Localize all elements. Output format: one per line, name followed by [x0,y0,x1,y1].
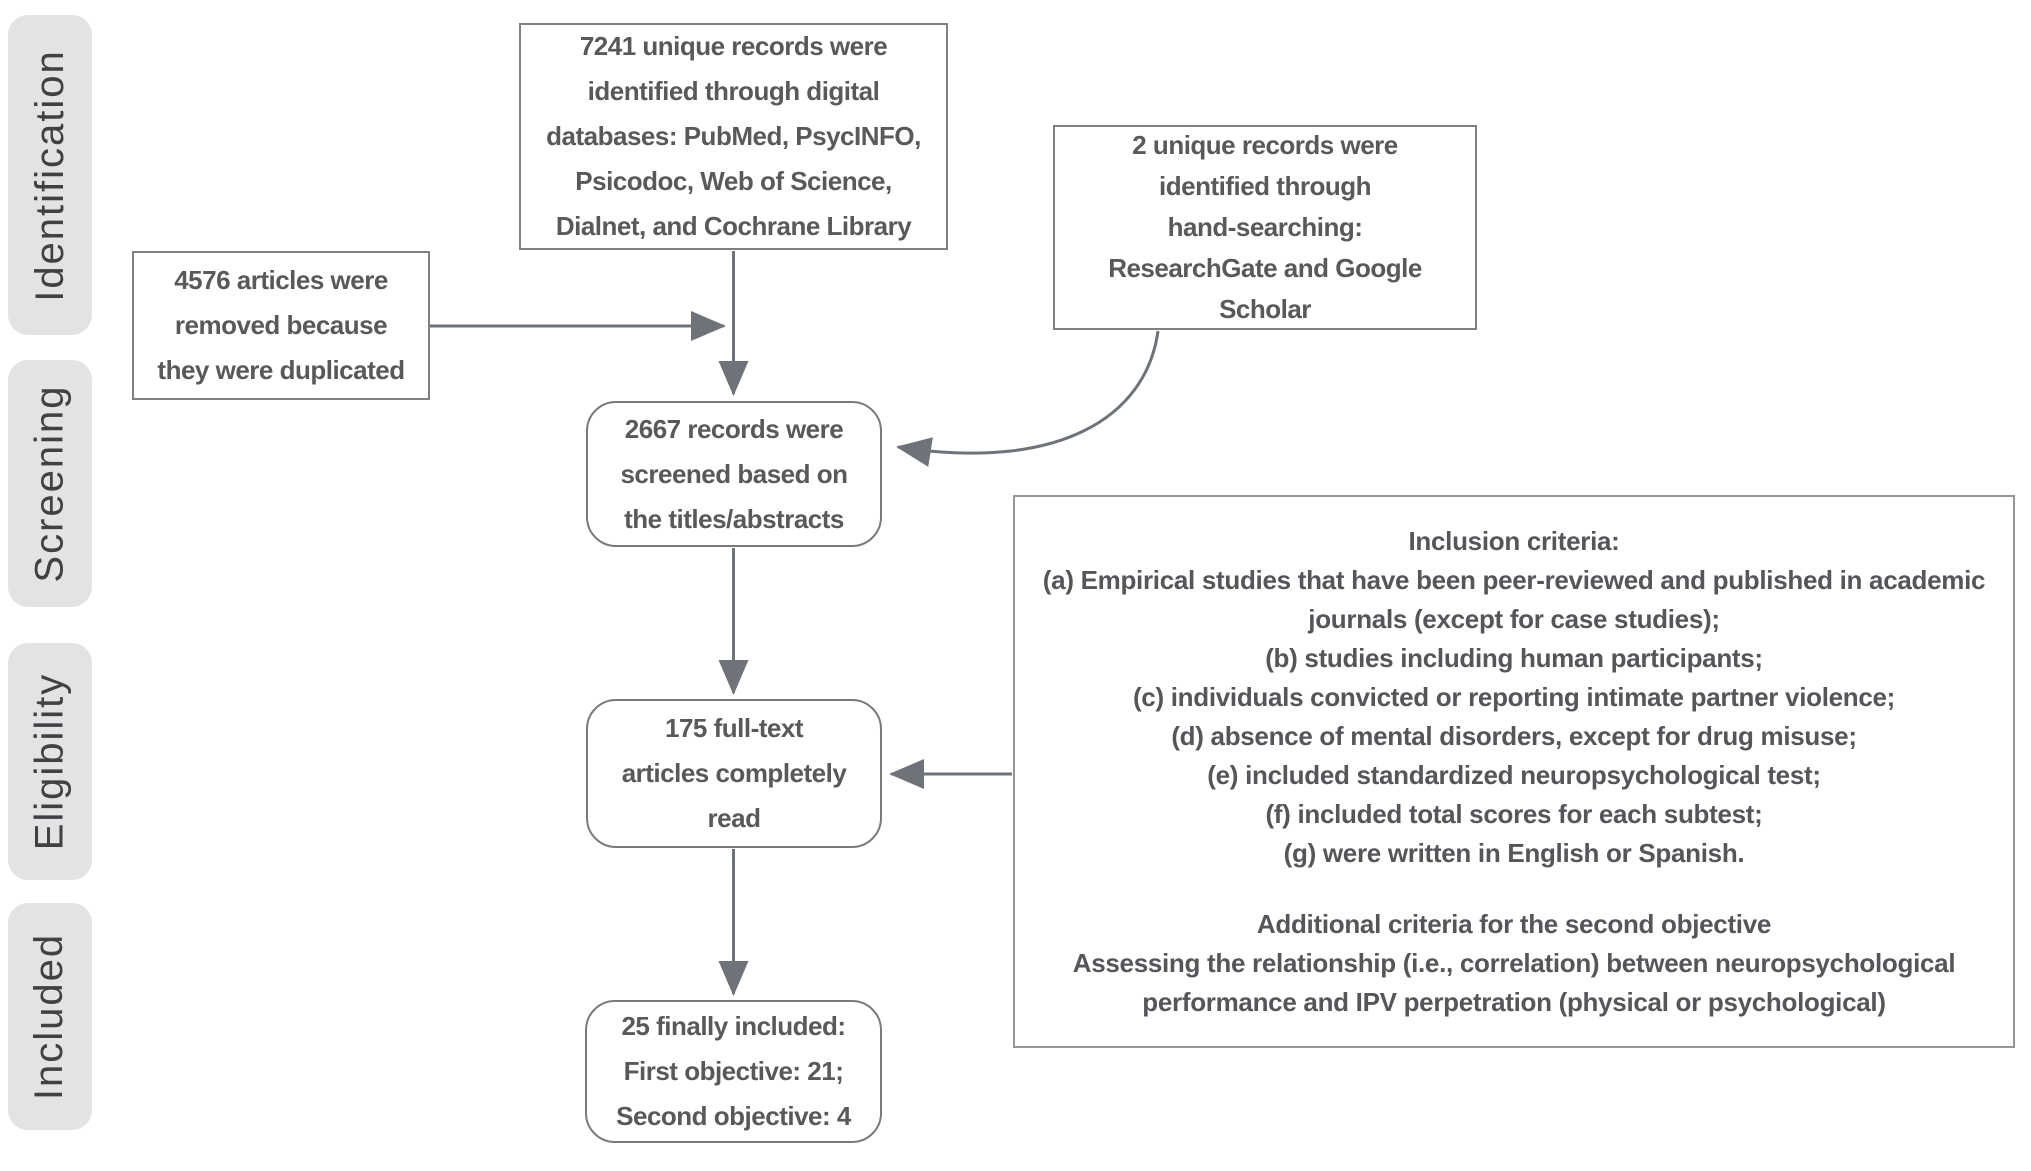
box-text-line: ResearchGate and Google [1108,253,1422,283]
box-text-line: 2 unique records were [1132,130,1398,160]
finally-included-box: 25 finally included: First objective: 21… [585,1000,882,1143]
box-text-line: identified through digital [587,76,880,106]
stage-label-text: Eligibility [27,672,72,851]
box-text-line: Psicodoc, Web of Science, [575,166,892,196]
box-text-line: 175 full-text [665,713,804,743]
criteria-item: (c) individuals convicted or reporting i… [1132,681,1896,712]
box-text-line: Dialnet, and Cochrane Library [555,211,912,241]
box-text-line: databases: PubMed, PsycINFO, [546,121,921,151]
full-text-read-box: 175 full-text articles completely read [586,699,882,848]
box-text-line: removed because [174,310,388,340]
records-screened-box: 2667 records were screened based on the … [586,401,882,547]
box-text-line: the titles/abstracts [624,503,844,534]
criteria-item: (e) included standardized neuropsycholog… [1207,759,1821,790]
criteria-additional-title: Additional criteria for the second objec… [1256,908,1772,939]
hand-searching-box: 2 unique records were identified through… [1053,125,1477,330]
box-text-line: Second objective: 4 [616,1101,851,1131]
criteria-item: (b) studies including human participants… [1265,642,1763,673]
inclusion-criteria-box: Inclusion criteria: (a) Empirical studie… [1013,495,2015,1048]
box-text-line: screened based on [620,458,848,489]
box-text-line: read [707,803,761,833]
box-text-line: 7241 unique records were [579,31,888,61]
stage-label-text: Screening [27,384,72,583]
stage-label-text: Identification [27,48,72,302]
stage-label-screening: Screening [8,360,92,607]
criteria-item: (d) absence of mental disorders, except … [1171,720,1857,751]
arrow-handsearch-to-screened [896,330,1160,467]
box-text-line: First objective: 21; [623,1056,844,1086]
criteria-item: (a) Empirical studies that have been pee… [1042,564,1986,634]
stage-label-eligibility: Eligibility [8,643,92,880]
box-text-line: Scholar [1219,294,1311,324]
criteria-item: (f) included total scores for each subte… [1265,798,1763,829]
stage-label-identification: Identification [8,15,92,335]
box-text-line: articles completely [621,758,847,788]
box-text-line: 25 finally included: [621,1011,846,1041]
box-text-line: 2667 records were [624,413,844,444]
criteria-additional-text: Assessing the relationship (i.e., correl… [1072,947,1956,1017]
stage-label-text: Included [27,932,72,1101]
digital-databases-box: 7241 unique records were identified thro… [519,23,948,250]
stage-label-included: Included [8,903,92,1130]
criteria-title: Inclusion criteria: [1408,525,1620,556]
duplicates-removed-box: 4576 articles were removed because they … [132,251,430,400]
box-text-line: they were duplicated [157,355,405,385]
box-text-line: hand-searching: [1167,212,1363,242]
box-text-line: 4576 articles were [174,265,388,295]
box-text-line: identified through [1159,171,1371,201]
criteria-item: (g) were written in English or Spanish. [1283,837,1745,868]
